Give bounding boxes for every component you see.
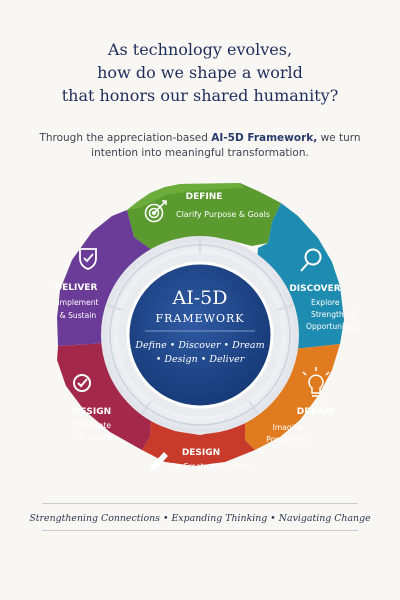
headline-line-1: As technology evolves, [107,40,293,59]
deliver-desc-1: Implement [57,298,98,307]
segment-design-left [57,342,151,450]
pencil-icon [149,452,168,472]
design-bottom-desc: Co-Create the Future [170,462,250,471]
design-bottom-title: DESIGN [182,448,220,458]
intro-line-2: intention into meaningful transformation… [91,147,309,159]
dream-desc-1: Imagine [273,423,304,432]
deliver-desc-2: & Sustain [60,311,97,320]
center-title: AI-5D [172,287,228,309]
headline-line-3: that honors our shared humanity? [61,86,339,105]
design-left-desc-2: the Future [72,433,111,442]
divider-bottom [42,530,358,531]
discover-desc-1: Explore [311,298,340,307]
center-steps-line-1: Define • Discover • Dream [134,340,264,351]
dream-desc-2: Possibilities [266,435,310,444]
define-desc: Clarify Purpose & Goals [176,210,270,219]
checkmark-circle-icon [73,374,91,392]
deliver-title: DELIVER [55,283,98,293]
segment-define [127,183,281,250]
segment-design-bottom [142,419,255,466]
center-steps-line-2: • Design • Deliver [156,354,246,365]
define-title: DEFINE [186,192,223,202]
tagline: Strengthening Connections • Expanding Th… [29,513,371,524]
discover-desc-2: Strengths & [311,310,356,319]
discover-desc-3: Opportunities [306,322,358,331]
intro-line-1: Through the appreciation-based AI-5D Fra… [39,132,361,144]
headline: As technology evolves, how do we shape a… [0,38,400,107]
design-left-title: DESIGN [73,407,111,417]
intro-text: Through the appreciation-based AI-5D Fra… [20,131,380,161]
headline-line-2: how do we shape a world [97,63,303,82]
center-core [126,261,274,409]
design-left-desc-1: Co-Create [73,421,111,430]
framework-name: AI-5D Framework, [211,132,318,144]
dream-title: DREAM [297,407,334,417]
center-subtitle: FRAMEWORK [156,312,245,325]
magnifier-icon [300,248,322,272]
target-icon [144,200,167,223]
discover-title: DISCOVER [289,284,340,294]
ring-dividers [106,237,294,415]
shield-check-icon [79,248,97,270]
divider-top [42,503,358,504]
lightbulb-icon [302,367,330,397]
